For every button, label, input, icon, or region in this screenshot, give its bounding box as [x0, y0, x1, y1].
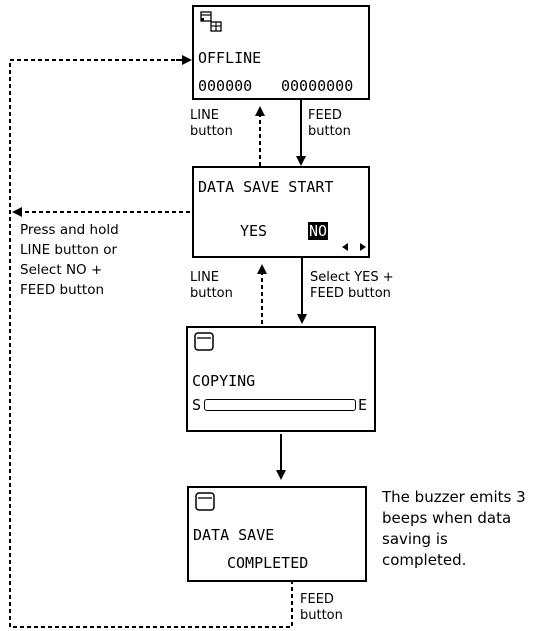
- data-save-start-screen: DATA SAVE START YES NO: [192, 166, 370, 258]
- offline-screen: OFFLINE 000000 00000000: [192, 5, 370, 100]
- option-yes[interactable]: YES: [240, 222, 268, 240]
- label-line-button-2: LINE button: [190, 270, 233, 301]
- offline-title: OFFLINE: [198, 49, 262, 67]
- label-feed-button-3: FEED button: [300, 592, 343, 623]
- progress-end-label: E: [358, 396, 368, 414]
- left-right-arrows-icon: [342, 243, 366, 251]
- label-select-yes: Select YES + FEED button: [310, 270, 394, 301]
- completed-line-2: COMPLETED: [227, 554, 309, 572]
- progress-start-label: S: [192, 396, 202, 414]
- arrow-feed-loop-to-offline: [9, 59, 293, 628]
- copying-screen: COPYING S E: [186, 326, 376, 432]
- printer-status-icon: [200, 11, 222, 32]
- label-line-button-1: LINE button: [190, 108, 233, 139]
- data-save-start-title: DATA SAVE START: [198, 178, 334, 196]
- label-feed-button-1: FEED button: [308, 108, 351, 139]
- counter-left: 000000: [198, 77, 253, 95]
- label-press-hold: Press and hold LINE button or Select NO …: [20, 222, 119, 298]
- memory-card-icon: [194, 332, 214, 351]
- completed-line-1: DATA SAVE: [193, 526, 275, 544]
- completed-screen: DATA SAVE COMPLETED: [187, 486, 367, 582]
- buzzer-annotation: The buzzer emits 3 beeps when data savin…: [382, 488, 526, 569]
- counter-right: 00000000: [281, 77, 354, 95]
- copying-title: COPYING: [192, 372, 256, 390]
- progress-bar: [204, 399, 356, 411]
- memory-card-icon: [195, 492, 215, 511]
- option-no-selected[interactable]: NO: [308, 222, 329, 240]
